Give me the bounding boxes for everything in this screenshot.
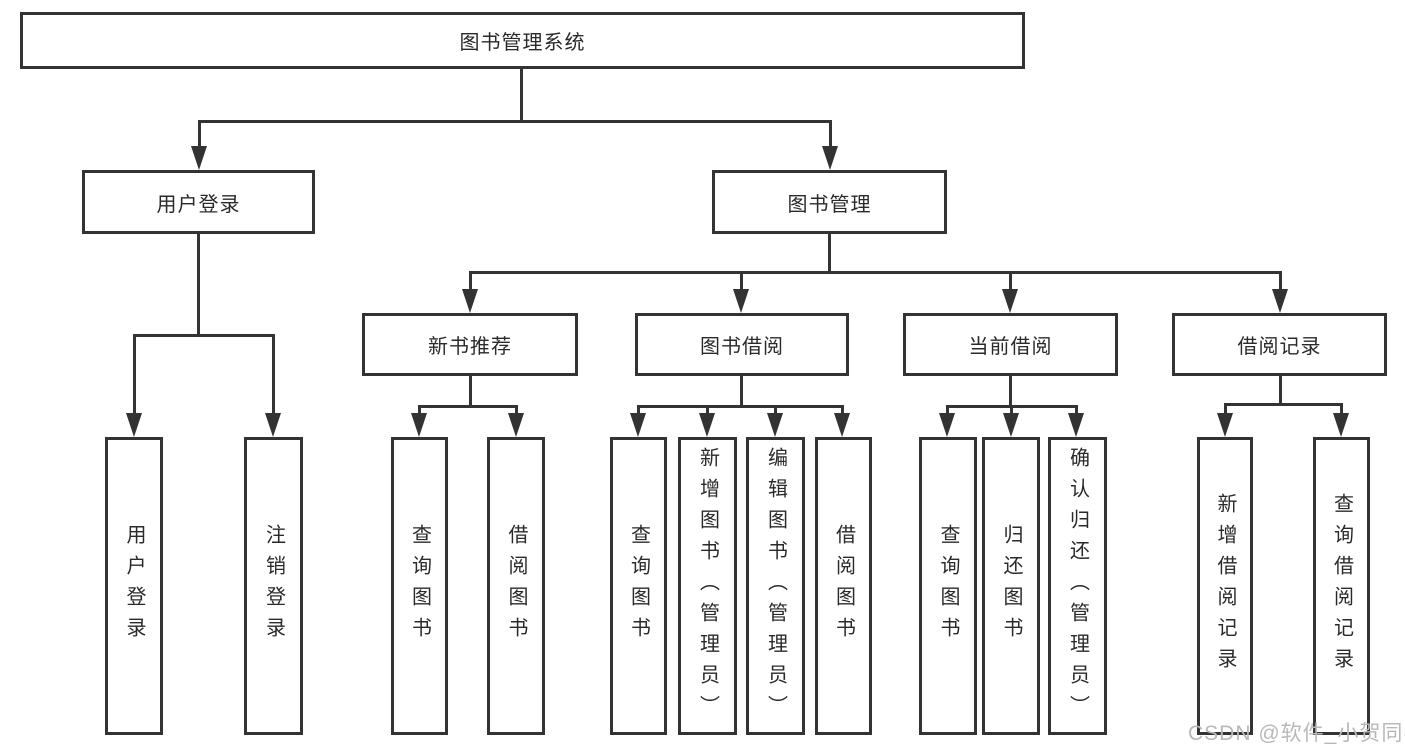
leaf-label: 借阅图书 — [832, 524, 855, 648]
connector-drop-leaf — [133, 334, 136, 414]
leaf-label: 用户登录 — [123, 524, 145, 648]
leaf-label: 新增图书（管理员） — [696, 446, 719, 726]
connector-drop-leaf — [1075, 405, 1078, 414]
leaf-label: 借阅图书 — [505, 524, 527, 648]
node-label: 当前借阅 — [968, 336, 1053, 358]
arrowhead-down-icon — [191, 146, 207, 170]
connector-drop-leaf — [515, 405, 518, 414]
connector-drop-borrow-records — [1279, 271, 1282, 290]
node-library-management-system: 图书管理系统 — [20, 12, 1025, 69]
leaf-label: 注销登录 — [262, 524, 285, 648]
arrowhead-down-icon — [699, 413, 715, 437]
node-book-management: 图书管理 — [712, 170, 947, 234]
leaf-label: 查询图书 — [627, 524, 650, 648]
arrowhead-down-icon — [265, 413, 281, 437]
leaf-label: 查询图书 — [408, 524, 431, 648]
arrowhead-down-icon — [508, 413, 524, 437]
arrowhead-down-icon — [822, 146, 838, 170]
connector-drop-leaf — [774, 405, 777, 414]
arrowhead-down-icon — [126, 413, 142, 437]
connector-new-book-bar — [418, 405, 518, 408]
leaf-label: 查询图书 — [937, 524, 959, 648]
leaf-borrow-books-recommend: 借阅图书 — [487, 437, 545, 735]
connector-borrow-records-bar — [1224, 403, 1342, 406]
arrowhead-down-icon — [767, 413, 783, 437]
connector-drop-leaf — [272, 334, 275, 414]
connector-book-borrow-stem — [740, 376, 743, 407]
connector-root-stem — [520, 68, 523, 122]
connector-drop-book-management — [829, 120, 832, 147]
leaf-label: 确认归还（管理员） — [1066, 446, 1089, 726]
leaf-edit-book-admin: 编辑图书（管理员） — [746, 437, 805, 735]
connector-drop-leaf — [1224, 403, 1227, 414]
arrowhead-down-icon — [1333, 413, 1349, 437]
connector-current-borrow-stem — [1009, 376, 1012, 407]
arrowhead-down-icon — [1217, 413, 1233, 437]
leaf-query-books-recommend: 查询图书 — [391, 437, 448, 735]
node-borrow-records: 借阅记录 — [1172, 313, 1387, 376]
leaf-label: 归还图书 — [1000, 524, 1022, 648]
node-label: 图书借阅 — [700, 336, 784, 358]
connector-user-login-bar — [133, 334, 275, 337]
connector-drop-current-borrow — [1009, 271, 1012, 290]
leaf-label: 编辑图书（管理员） — [764, 446, 787, 726]
connector-user-login-stem — [197, 234, 200, 336]
node-label: 借阅记录 — [1237, 336, 1322, 358]
arrowhead-down-icon — [733, 289, 749, 313]
arrowhead-down-icon — [1068, 413, 1084, 437]
leaf-label: 新增借阅记录 — [1214, 493, 1236, 679]
leaf-user-login: 用户登录 — [105, 437, 163, 735]
leaf-add-book-admin: 新增图书（管理员） — [678, 437, 737, 735]
node-label: 图书管理 — [787, 193, 872, 216]
connector-borrow-records-stem — [1279, 376, 1282, 405]
connector-drop-leaf — [1010, 405, 1013, 414]
node-label: 新书推荐 — [428, 336, 512, 358]
leaf-logout: 注销登录 — [244, 437, 303, 735]
leaf-return-book: 归还图书 — [982, 437, 1040, 735]
arrowhead-down-icon — [411, 413, 427, 437]
arrowhead-down-icon — [462, 289, 478, 313]
connector-book-management-bar — [469, 271, 1282, 274]
arrowhead-down-icon — [1003, 413, 1019, 437]
node-label: 用户登录 — [156, 193, 241, 216]
arrowhead-down-icon — [630, 413, 646, 437]
connector-new-book-stem — [469, 376, 472, 407]
connector-book-borrow-bar — [637, 405, 844, 408]
connector-root-bar — [198, 120, 832, 123]
csdn-watermark: CSDN @软件_小贺同学 — [1188, 722, 1405, 745]
node-book-borrow: 图书借阅 — [635, 313, 849, 376]
arrowhead-down-icon — [1272, 289, 1288, 313]
connector-drop-book-borrow — [740, 271, 743, 290]
arrowhead-down-icon — [939, 413, 955, 437]
leaf-borrow-books: 借阅图书 — [815, 437, 872, 735]
node-new-book-recommend: 新书推荐 — [362, 313, 578, 376]
node-current-borrow: 当前借阅 — [903, 313, 1118, 376]
leaf-label: 查询借阅记录 — [1330, 493, 1353, 679]
connector-drop-leaf — [706, 405, 709, 414]
connector-drop-leaf — [946, 405, 949, 414]
connector-drop-leaf — [637, 405, 640, 414]
leaf-query-borrow-record: 查询借阅记录 — [1313, 437, 1370, 735]
connector-drop-leaf — [418, 405, 421, 414]
connector-drop-new-book — [469, 271, 472, 290]
leaf-query-books-borrow: 查询图书 — [610, 437, 667, 735]
arrowhead-down-icon — [834, 413, 850, 437]
leaf-add-borrow-record: 新增借阅记录 — [1197, 437, 1253, 735]
leaf-query-books-current: 查询图书 — [919, 437, 977, 735]
connector-drop-leaf — [1340, 403, 1343, 414]
node-label: 图书管理系统 — [459, 32, 586, 54]
connector-drop-user-login — [198, 120, 201, 147]
node-user-login: 用户登录 — [82, 170, 315, 234]
arrowhead-down-icon — [1002, 289, 1018, 313]
connector-book-management-stem — [828, 234, 831, 273]
leaf-confirm-return-admin: 确认归还（管理员） — [1048, 437, 1107, 735]
connector-drop-leaf — [841, 405, 844, 414]
